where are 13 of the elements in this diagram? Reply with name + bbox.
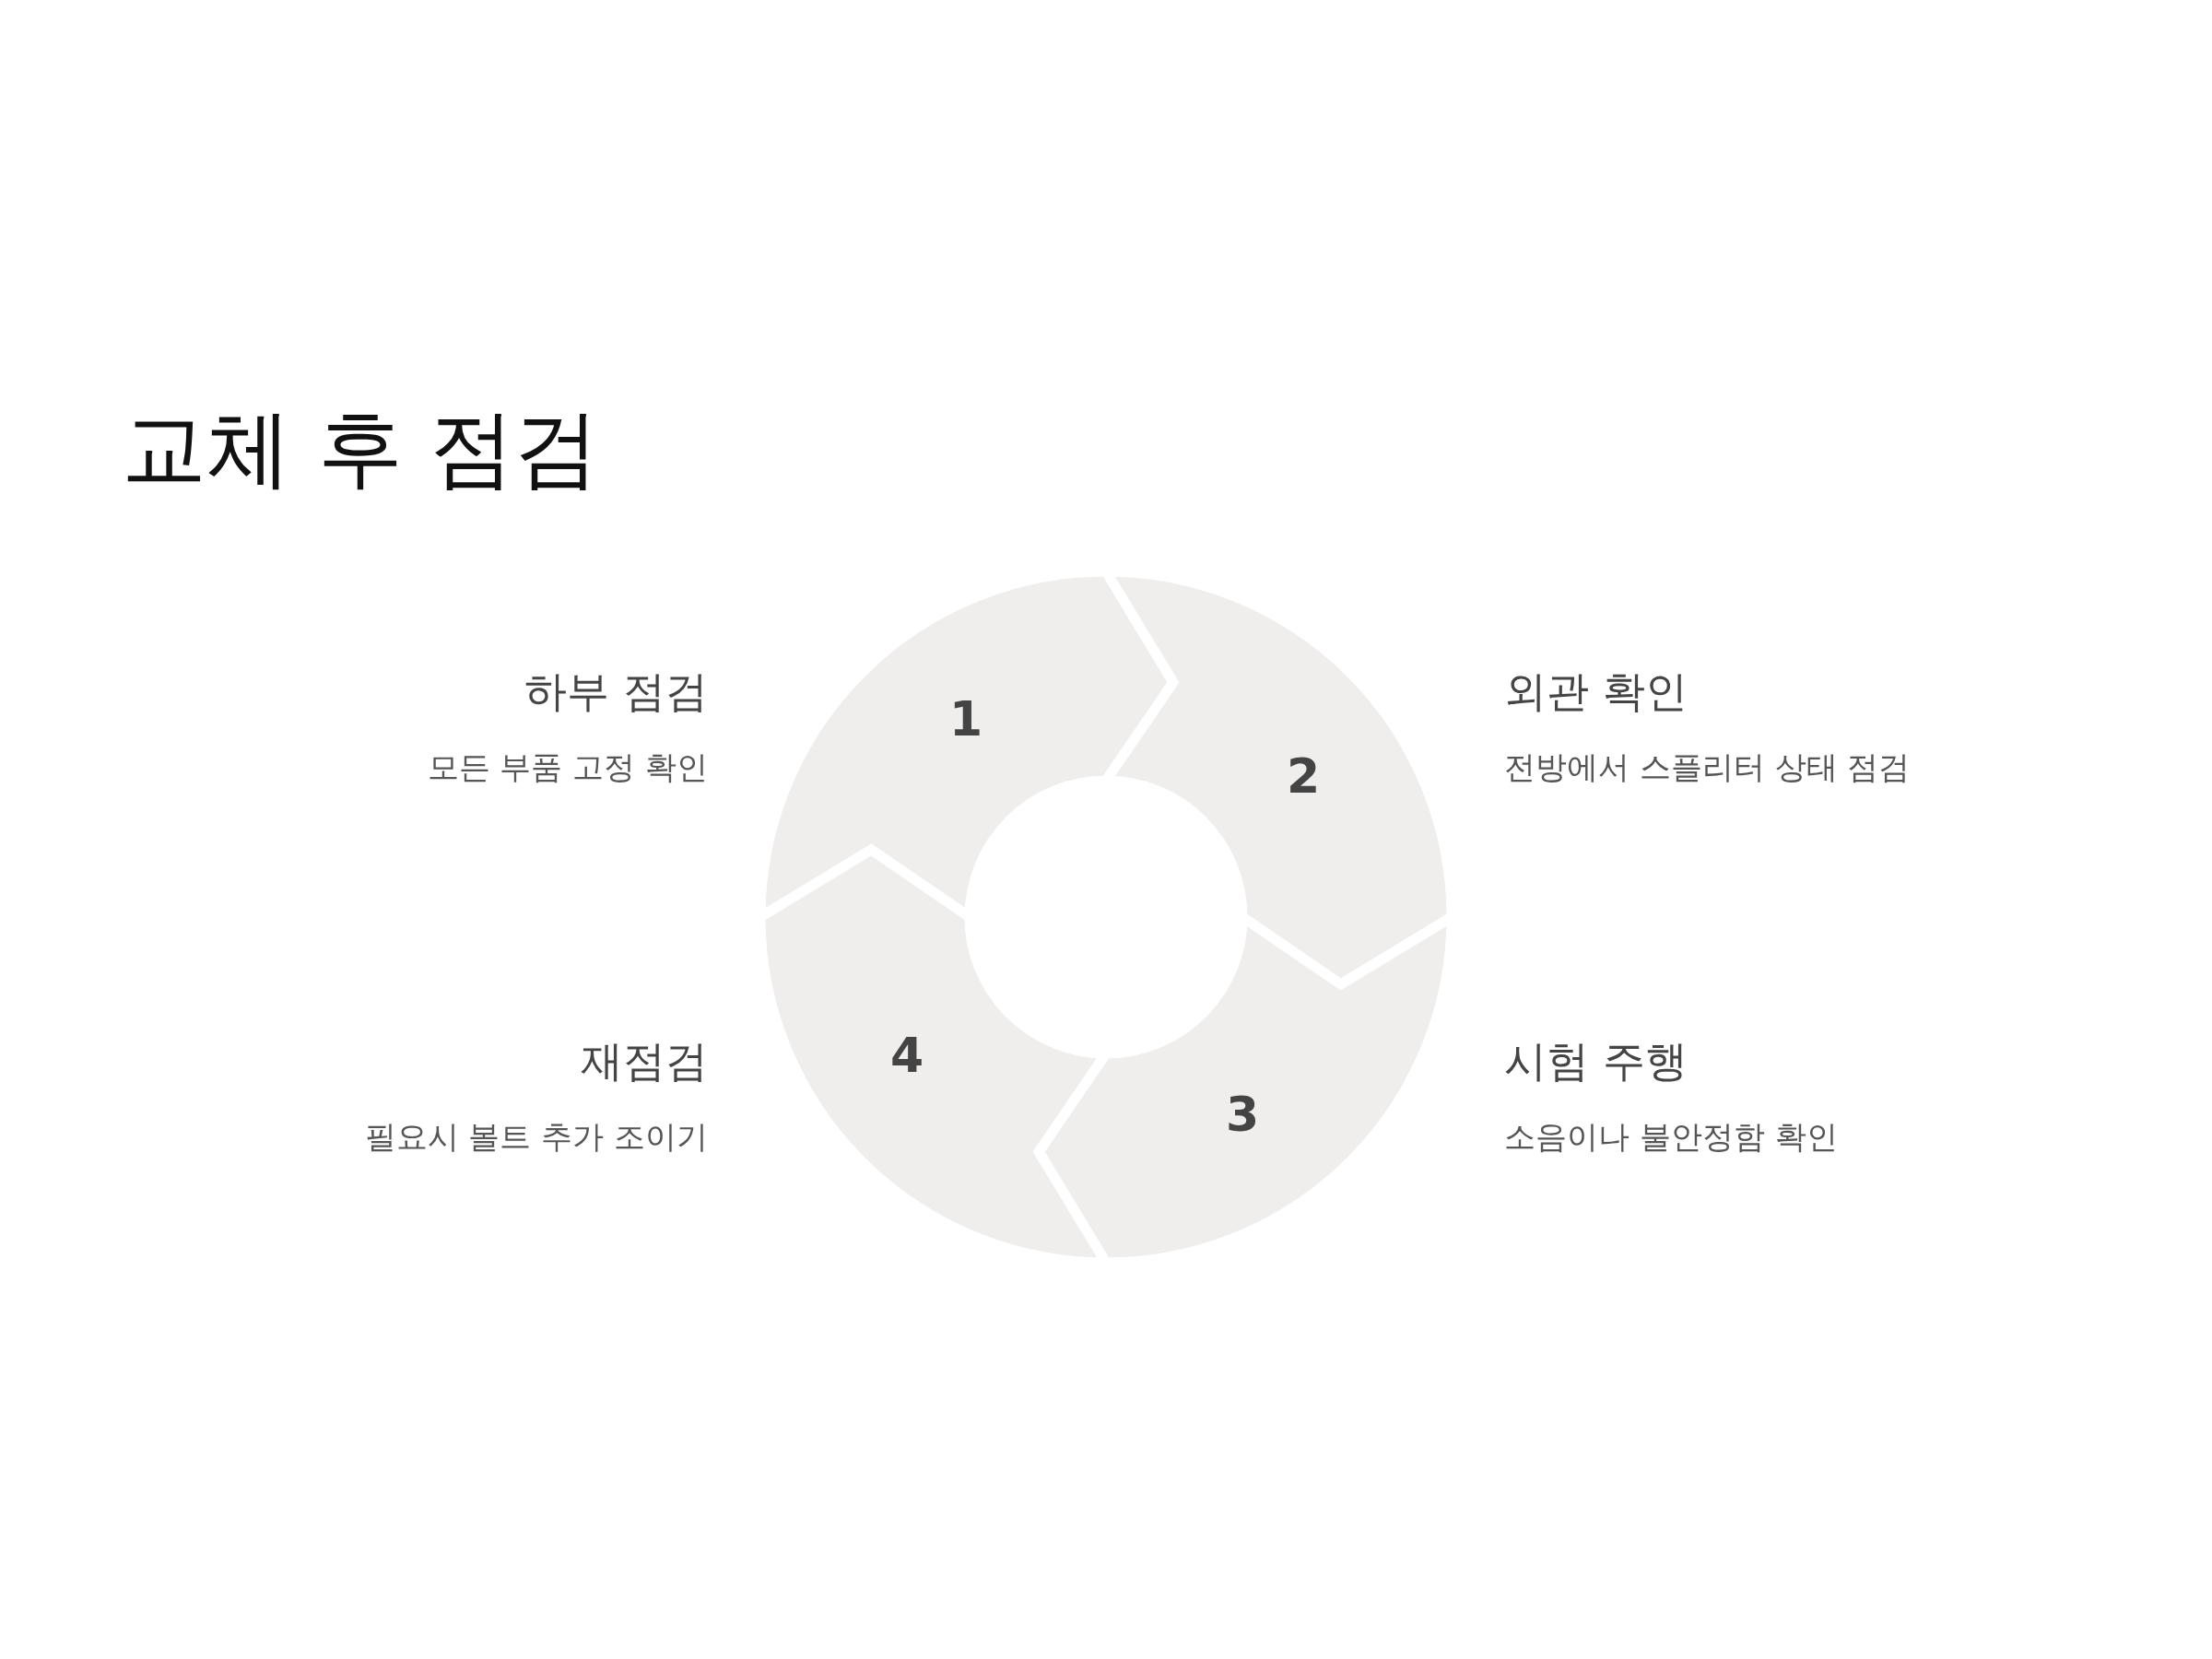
step-number: 2 <box>1286 748 1321 804</box>
step-heading: 외관 확인 <box>1504 665 1688 718</box>
step-heading: 하부 점검 <box>524 665 708 718</box>
step-number: 4 <box>889 1028 924 1083</box>
step-description: 필요시 볼트 추가 조이기 <box>364 1117 708 1157</box>
step-heading: 재점검 <box>581 1035 708 1088</box>
step-description: 전방에서 스플리터 상태 점검 <box>1504 747 1911 787</box>
step-description: 모든 부품 고정 확인 <box>427 747 708 787</box>
step-heading: 시험 주행 <box>1504 1035 1688 1088</box>
step-number: 3 <box>1225 1087 1260 1142</box>
step-description: 소음이나 불안정함 확인 <box>1504 1117 1838 1157</box>
page-title: 교체 후 점검 <box>122 398 600 500</box>
step-number: 1 <box>948 691 983 747</box>
